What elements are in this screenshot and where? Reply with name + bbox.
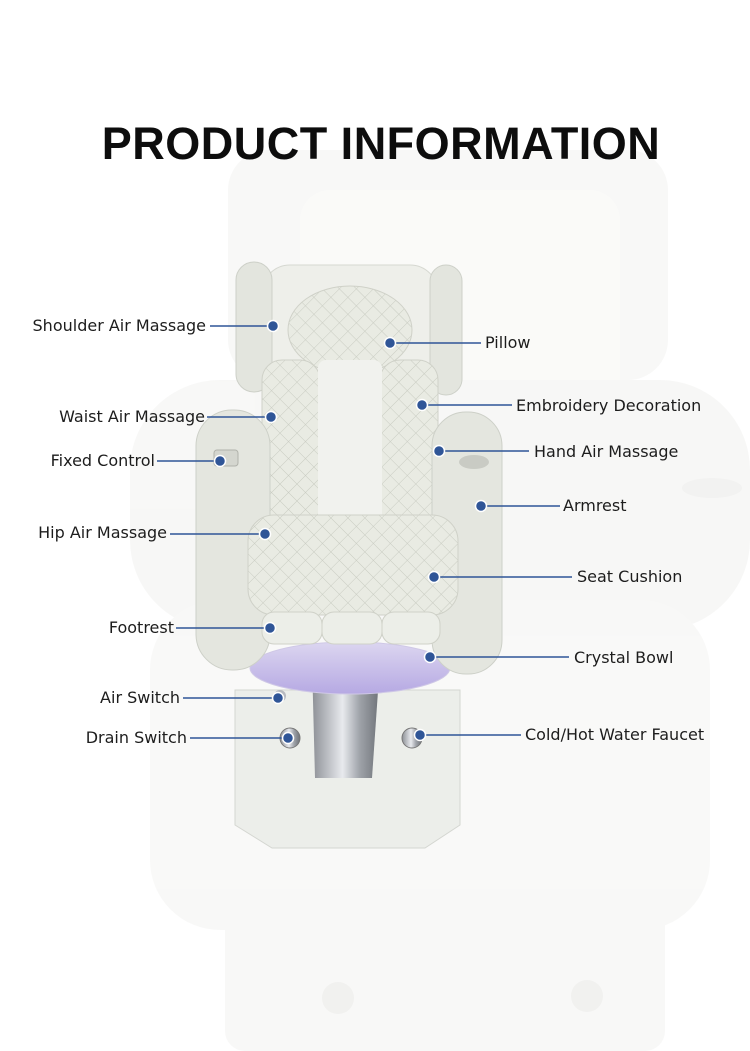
label-hip-air-massage: Hip Air Massage [38, 523, 167, 542]
label-waist-air-massage: Waist Air Massage [59, 407, 205, 426]
label-drain-switch: Drain Switch [85, 728, 187, 747]
label-air-switch: Air Switch [100, 688, 180, 707]
label-embroidery-decoration: Embroidery Decoration [516, 396, 702, 415]
label-armrest: Armrest [563, 496, 627, 515]
label-cold-hot-water-faucet: Cold/Hot Water Faucet [525, 725, 705, 744]
callout-lines [157, 325, 572, 739]
page-title: PRODUCT INFORMATION [101, 118, 661, 169]
label-footrest: Footrest [108, 618, 174, 637]
callout-dots [213, 319, 488, 745]
chair [195, 261, 503, 849]
label-crystal-bowl: Crystal Bowl [574, 648, 674, 667]
label-shoulder-air-massage: Shoulder Air Massage [32, 316, 206, 335]
label-pillow: Pillow [485, 333, 531, 352]
label-fixed-control: Fixed Control [50, 451, 155, 470]
label-hand-air-massage: Hand Air Massage [534, 442, 679, 461]
label-seat-cushion: Seat Cushion [577, 567, 683, 586]
